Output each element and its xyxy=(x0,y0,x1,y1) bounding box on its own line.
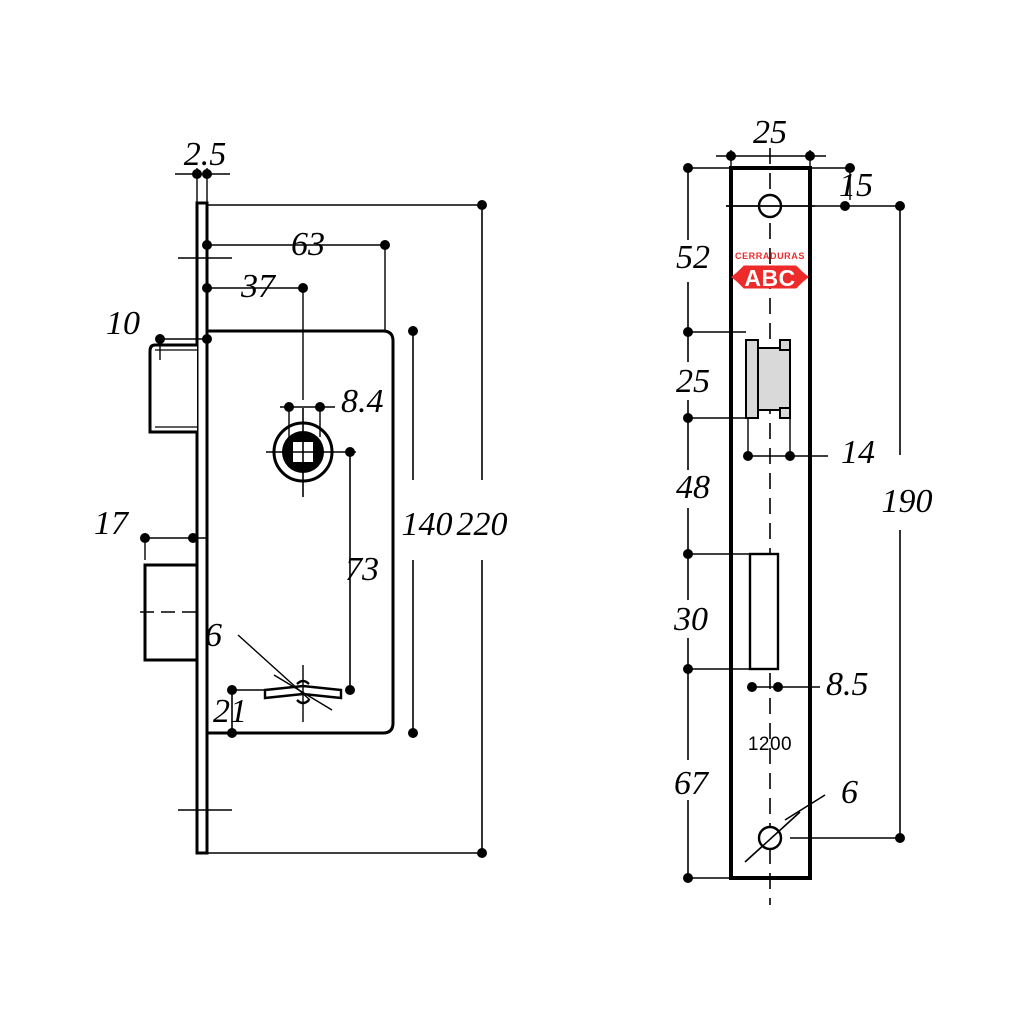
deadbolt-opening xyxy=(748,552,780,671)
dimension-17: 17 xyxy=(94,505,207,560)
dimension-label: 14 xyxy=(841,434,875,471)
dimension-37: 37 xyxy=(202,268,308,400)
dimension-label: 17 xyxy=(94,505,130,542)
dimension-label: 73 xyxy=(345,551,379,588)
side-elevation-view: 2.5 220 140 63 xyxy=(94,136,508,858)
dimension-label: 30 xyxy=(673,601,708,638)
dimension-label: 25 xyxy=(676,363,710,400)
dimension-2-5: 2.5 xyxy=(175,136,230,203)
dimension-25-width: 25 xyxy=(716,114,826,168)
dimension-63: 63 xyxy=(178,226,390,331)
dimension-15: 15 xyxy=(810,163,873,204)
dimension-190: 190 xyxy=(726,201,933,843)
dimension-label: 8.4 xyxy=(341,383,384,420)
dimension-label: 63 xyxy=(291,226,325,263)
dimension-52: 52 xyxy=(676,163,746,337)
dimension-label: 21 xyxy=(213,693,247,730)
model-number: 1200 xyxy=(748,734,792,755)
dimension-8-4: 8.4 xyxy=(280,383,384,437)
faceplate-front-view: CERRADURAS ABC 1200 2 xyxy=(673,114,933,905)
dimension-label: 52 xyxy=(676,239,710,276)
dimension-25-latch: 25 xyxy=(676,332,746,423)
dimension-140: 140 xyxy=(402,326,453,738)
dimension-label: 10 xyxy=(106,305,140,342)
dimension-48: 48 xyxy=(676,418,750,559)
dimension-label: 190 xyxy=(882,483,933,520)
dimension-label: 25 xyxy=(753,114,787,151)
latch-bolt-side xyxy=(148,343,197,434)
dimension-label: 15 xyxy=(839,167,873,204)
logo-name: ABC xyxy=(744,265,795,291)
logo-top-text: CERRADURAS xyxy=(735,251,805,261)
abc-logo: CERRADURAS ABC xyxy=(731,251,809,291)
lock-body-outline xyxy=(207,329,395,735)
dimension-label: 8.5 xyxy=(826,666,869,703)
dimension-label: 48 xyxy=(676,469,710,506)
dimension-label: 2.5 xyxy=(184,136,227,173)
dimension-30: 30 xyxy=(673,554,750,674)
side-faceplate-edge xyxy=(195,201,209,855)
latch-opening xyxy=(745,339,791,419)
dimension-8-5: 8.5 xyxy=(747,666,869,703)
dimension-220: 220 xyxy=(207,200,508,858)
dimension-6-side: 6 xyxy=(205,617,311,701)
dimension-21: 21 xyxy=(213,685,265,738)
dimension-73: 73 xyxy=(345,447,379,695)
dimension-label: 220 xyxy=(457,506,508,543)
dimension-10: 10 xyxy=(106,305,212,360)
dimension-14: 14 xyxy=(743,418,875,471)
dimension-label: 140 xyxy=(402,506,453,543)
dimension-label: 37 xyxy=(240,268,277,305)
bottom-screw-hole xyxy=(744,811,801,863)
dimension-6-face: 6 xyxy=(784,774,858,821)
dimension-label: 6 xyxy=(841,774,858,811)
dimension-label: 6 xyxy=(205,617,222,654)
dimension-label: 67 xyxy=(674,765,710,802)
dimension-67: 67 xyxy=(674,669,731,883)
